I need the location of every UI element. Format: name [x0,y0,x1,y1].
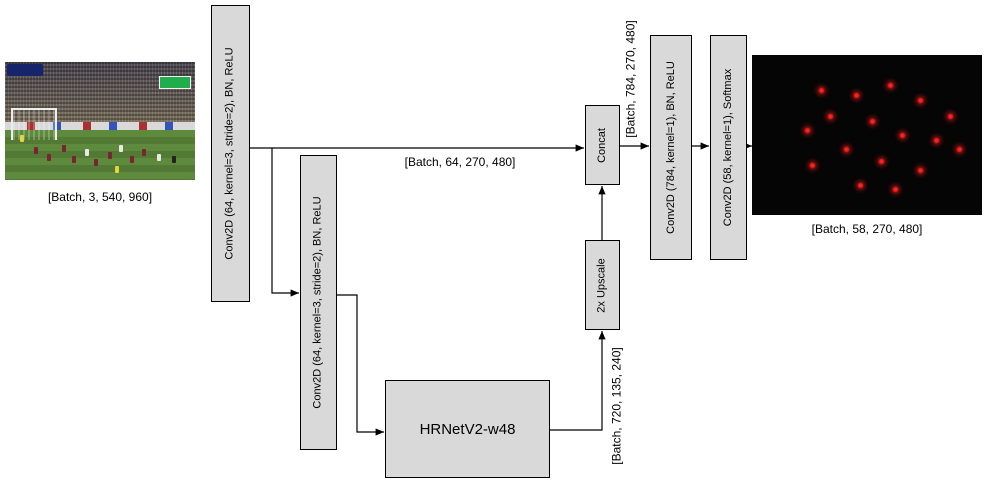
player-marker [115,165,120,173]
pitch-region [5,130,195,180]
keypoint-dot [892,187,898,193]
keypoint-dot [957,147,962,153]
keypoint-dot [869,118,875,124]
node-upscale-label: 2x Upscale [596,257,609,313]
node-conv4-label: Conv2D (58, kernel=1), Softmax [722,68,734,227]
node-concat-label: Concat [596,127,609,163]
input-shape-label: [Batch, 3, 540, 960] [47,190,153,204]
keypoint-dot [934,137,939,143]
ad-boards [5,122,195,130]
keypoint-dot [844,147,850,153]
node-conv3-label: Conv2D (784, kernel=1), BN, ReLU [664,61,677,234]
scoreboard-graphic [159,76,191,89]
player-marker [20,135,25,143]
player-marker [107,151,112,159]
node-conv3: Conv2D (784, kernel=1), BN, ReLU [650,35,692,260]
edge-conv2-to-hrnet [337,294,384,436]
keypoint-dot [805,128,811,134]
keypoint-dot [917,97,923,103]
concat-output-shape-label: [Batch, 784, 270, 480] [624,20,639,138]
output-image [752,55,982,215]
player-marker [130,156,135,164]
keypoint-dot [917,168,923,174]
node-concat: Concat [585,105,620,185]
player-marker [172,156,177,164]
node-hrnet-label: HRNetV2-w48 [419,420,516,438]
player-marker [33,146,38,154]
player-marker [84,149,89,157]
hrnet-output-shape-label: [Batch, 720, 135, 240] [610,346,625,465]
player-marker [94,158,99,166]
input-image [5,62,195,180]
node-upscale: 2x Upscale [585,240,620,330]
player-marker [62,144,66,152]
node-conv4: Conv2D (58, kernel=1), Softmax [710,35,747,260]
output-shape-label: [Batch, 58, 270, 480] [811,222,923,236]
keypoint-dot [888,83,893,89]
keypoint-dot [947,113,953,119]
player-marker [46,154,51,162]
edge-conv1-to-conv2 [271,148,299,297]
node-conv2-label: Conv2D (64, kernel=3, stride=2), BN, ReL… [312,196,324,409]
player-marker [141,149,146,157]
node-hrnet: HRNetV2-w48 [385,380,550,478]
goal-frame [11,108,57,140]
player-marker [71,156,76,164]
player-marker [119,144,123,152]
node-conv1-label: Conv2D (64, kernel=3, stride=2), BN, ReL… [224,47,236,260]
skip-shape-label: [Batch, 64, 270, 480] [404,155,516,169]
node-conv1: Conv2D (64, kernel=3, stride=2), BN, ReL… [211,5,250,302]
keypoint-dot [819,88,824,94]
keypoint-dot [878,158,884,164]
player-marker [157,154,161,162]
node-conv2: Conv2D (64, kernel=3, stride=2), BN, ReL… [300,155,337,450]
edge-hrnet-to-upscale [550,331,606,431]
broadcast-banner [7,64,43,76]
keypoint-dot [853,93,859,98]
keypoint-dot [899,133,905,138]
keypoint-dot [809,163,815,169]
keypoint-dot [858,182,864,188]
keypoint-dot [828,113,834,119]
